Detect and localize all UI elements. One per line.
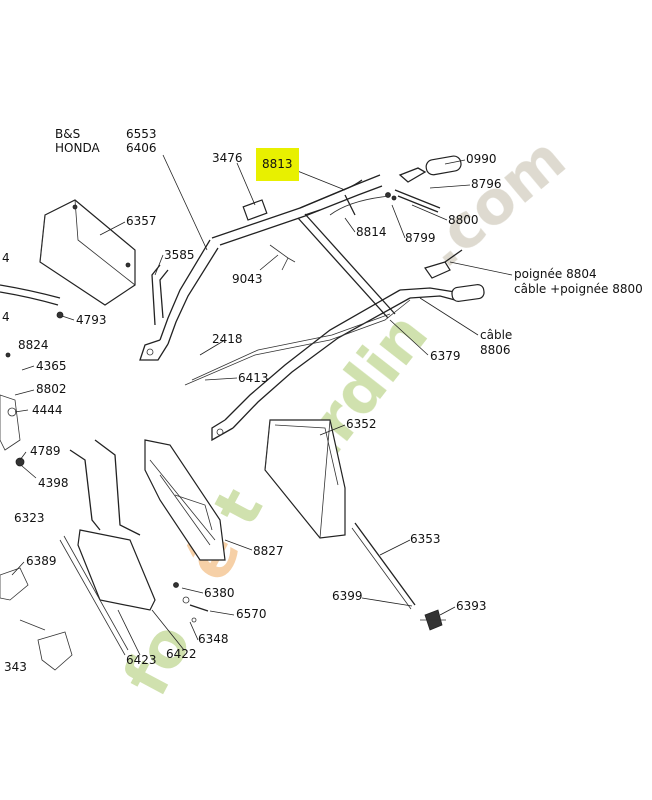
label-2418: 2418 bbox=[212, 332, 243, 346]
label-4a: 4 bbox=[2, 251, 10, 265]
label-0990: 0990 bbox=[466, 152, 497, 166]
cable-8814 bbox=[184, 195, 411, 386]
grip-0990 bbox=[425, 155, 462, 176]
label-honda: HONDA bbox=[55, 141, 100, 155]
label-8814: 8814 bbox=[356, 225, 387, 239]
label-4b: 4 bbox=[2, 310, 10, 324]
deflector-6423 bbox=[59, 439, 156, 656]
label-cable-poignee-8800: câble +poignée 8800 bbox=[514, 282, 643, 296]
grass-bag-6352 bbox=[264, 419, 346, 539]
nut-6380 bbox=[173, 582, 179, 588]
bolt-6570 bbox=[189, 604, 209, 612]
label-4398: 4398 bbox=[38, 476, 69, 490]
clip-6393 bbox=[420, 609, 446, 631]
label-6353: 6353 bbox=[410, 532, 441, 546]
label-6422: 6422 bbox=[166, 647, 197, 661]
engine-parts-left bbox=[0, 311, 73, 671]
label-6379: 6379 bbox=[430, 349, 461, 363]
handle-grip-assembly bbox=[211, 284, 485, 442]
label-6423: 6423 bbox=[126, 653, 157, 667]
label-3585: 3585 bbox=[164, 248, 195, 262]
spring-9043 bbox=[269, 244, 296, 271]
label-8799: 8799 bbox=[405, 231, 436, 245]
label-6553: 6553 bbox=[126, 127, 157, 141]
label-6399: 6399 bbox=[332, 589, 363, 603]
bracket-8827 bbox=[144, 439, 226, 561]
label-6348: 6348 bbox=[198, 632, 229, 646]
label-6393: 6393 bbox=[456, 599, 487, 613]
label-4444: 4444 bbox=[32, 403, 63, 417]
label-6352: 6352 bbox=[346, 417, 377, 431]
label-4793: 4793 bbox=[76, 313, 107, 327]
leader-lines bbox=[11, 154, 513, 656]
lever-8800 bbox=[424, 261, 451, 279]
label-6380: 6380 bbox=[204, 586, 235, 600]
label-8827: 8827 bbox=[253, 544, 284, 558]
label-cable: câble bbox=[480, 328, 513, 342]
label-8796: 8796 bbox=[471, 177, 502, 191]
watermark: fo ê t jardin .com bbox=[109, 124, 579, 707]
label-4365: 4365 bbox=[36, 359, 67, 373]
cover-plate-6357 bbox=[39, 199, 136, 306]
svg-text:.com: .com bbox=[410, 124, 579, 282]
label-6389: 6389 bbox=[26, 554, 57, 568]
rod-6353 bbox=[354, 522, 416, 606]
label-poignee-8804: poignée 8804 bbox=[514, 267, 597, 281]
upper-handle-8813 bbox=[211, 174, 396, 319]
label-bs: B&S bbox=[55, 127, 81, 141]
label-6413: 6413 bbox=[238, 371, 269, 385]
label-4789: 4789 bbox=[30, 444, 61, 458]
label-8824: 8824 bbox=[18, 338, 49, 352]
label-8800: 8800 bbox=[448, 213, 479, 227]
label-3476: 3476 bbox=[212, 151, 243, 165]
label-343: 343 bbox=[4, 660, 27, 674]
label-6357: 6357 bbox=[126, 214, 157, 228]
label-8802: 8802 bbox=[36, 382, 67, 396]
label-6406: 6406 bbox=[126, 141, 157, 155]
label-9043: 9043 bbox=[232, 272, 263, 286]
label-6323: 6323 bbox=[14, 511, 45, 525]
label-6570: 6570 bbox=[236, 607, 267, 621]
label-8806: 8806 bbox=[480, 343, 511, 357]
left-rod bbox=[0, 284, 61, 299]
label-8813-highlighted: 8813 bbox=[256, 148, 299, 181]
